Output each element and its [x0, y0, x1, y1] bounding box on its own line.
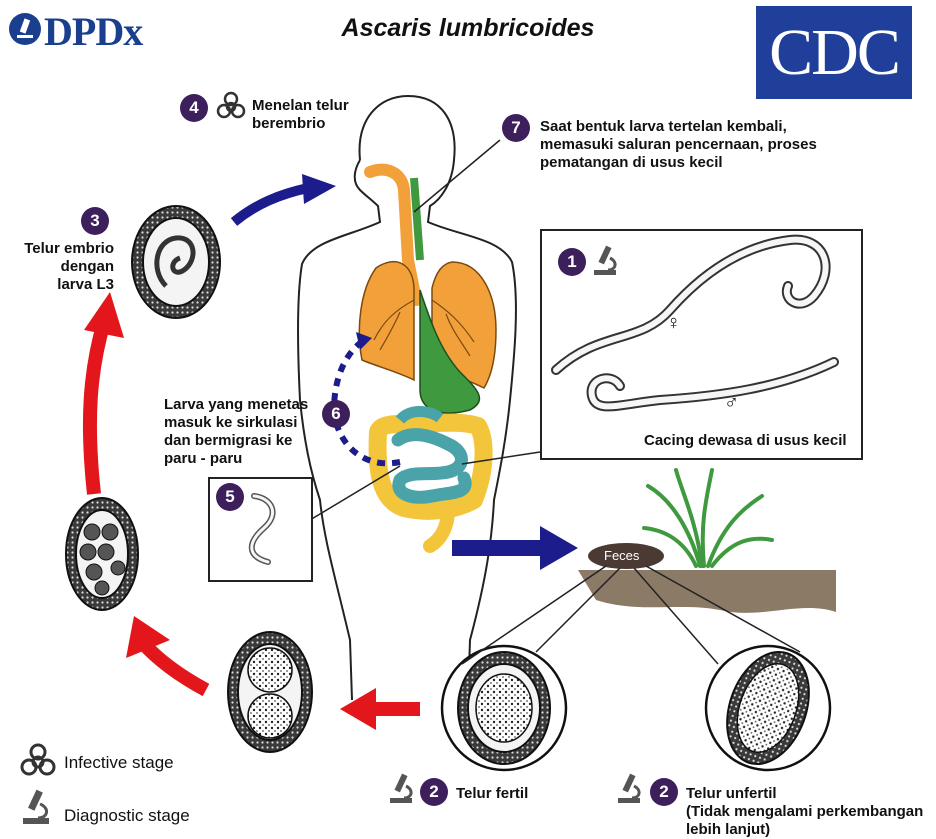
egg-embryonated-larva [132, 206, 220, 318]
red-arrow-upper-left [142, 642, 206, 690]
biohazard-icon [214, 90, 248, 122]
step-6-badge: 6 [322, 400, 350, 428]
step-3-label-line: larva L3 [10, 276, 114, 294]
step-6-label-line: Larva yang menetas [164, 396, 308, 414]
microscope-icon [20, 788, 52, 826]
unfertile-egg-label: Telur unfertil (Tidak mengalami perkemba… [686, 785, 923, 839]
step-4-label-line: berembrio [252, 115, 349, 133]
step-6-label: Larva yang menetas masuk ke sirkulasi da… [164, 396, 308, 468]
adult-worm-caption: Cacing dewasa di usus kecil [644, 432, 847, 450]
step-3-badge: 3 [81, 207, 109, 235]
fertile-egg-view [442, 646, 566, 770]
small-intestine [398, 435, 465, 497]
step-4-label-line: Menelan telur [252, 97, 349, 115]
step-1-badge: 1 [558, 248, 586, 276]
legend-infective-label: Infective stage [64, 753, 174, 773]
biohazard-icon [18, 742, 58, 780]
step-2-unfertile-badge: 2 [650, 778, 678, 806]
unfertile-label-line: lebih lanjut) [686, 821, 923, 839]
step-5-badge: 5 [216, 483, 244, 511]
red-arrow-up [90, 322, 104, 494]
step-7-label-line: memasuki saluran pencernaan, proses [540, 136, 817, 154]
step-6-label-line: masuk ke sirkulasi [164, 414, 308, 432]
feces-label: Feces [604, 548, 639, 563]
step-7-badge: 7 [502, 114, 530, 142]
microscope-icon [614, 772, 644, 806]
step-6-label-line: paru - paru [164, 450, 308, 468]
step-2-fertile-badge: 2 [420, 778, 448, 806]
unfertile-label-line: Telur unfertil [686, 785, 923, 803]
microscope-icon [386, 772, 416, 806]
step-7-label: Saat bentuk larva tertelan kembali, mema… [540, 118, 817, 172]
step-7-label-line: pematangan di usus kecil [540, 154, 817, 172]
legend-diagnostic-label: Diagnostic stage [64, 806, 190, 826]
egg-multicell [66, 498, 138, 610]
blue-arrow-to-feces [452, 540, 544, 556]
red-arrow-left [372, 702, 420, 716]
male-symbol: ♂ [724, 392, 739, 415]
female-symbol: ♀ [666, 312, 681, 335]
step-6-label-line: dan bermigrasi ke [164, 432, 308, 450]
adult-worm-box [540, 229, 863, 460]
step-3-label-line: dengan [10, 258, 114, 276]
trachea [414, 178, 420, 260]
soil [578, 570, 836, 613]
egg-two-cell [228, 632, 312, 752]
step-3-label-line: Telur embrio [10, 240, 114, 258]
fertile-egg-label: Telur fertil [456, 785, 528, 803]
step-4-label: Menelan telur berembrio [252, 97, 349, 133]
step-7-label-line: Saat bentuk larva tertelan kembali, [540, 118, 817, 136]
step-4-badge: 4 [180, 94, 208, 122]
step-3-label: Telur embrio dengan larva L3 [10, 240, 114, 294]
blue-arrow-to-mouth [234, 188, 308, 222]
microscope-icon [590, 244, 620, 278]
unfertile-egg-view [706, 641, 830, 776]
grass [644, 470, 772, 566]
unfertile-label-line: (Tidak mengalami perkembangan [686, 803, 923, 821]
